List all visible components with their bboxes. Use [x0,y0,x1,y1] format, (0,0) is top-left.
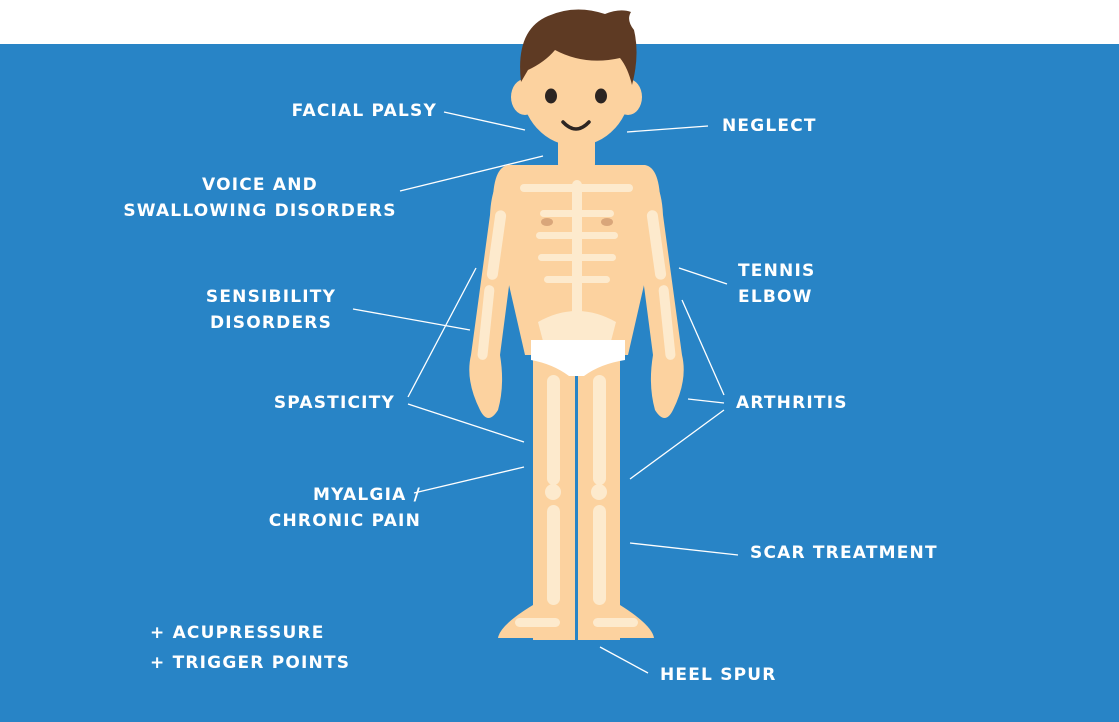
left-femur [547,375,560,485]
line-heel-spur [600,647,648,673]
extra-acupressure: + ACUPRESSURE [150,618,325,648]
right-nipple [601,218,613,226]
rib-3 [538,254,616,261]
line-facial-palsy [444,112,525,130]
label-arthritis: ARTHRITIS [736,390,848,416]
line-neglect [627,126,708,132]
right-foot-bone [593,618,638,627]
line-arthritis-elbow [682,300,724,395]
line-spasticity-arm [408,268,476,397]
label-spasticity: SPASTICITY [274,390,395,416]
rib-2 [536,232,618,239]
extra-trigger-points: + TRIGGER POINTS [150,648,350,678]
rib-1 [540,210,614,217]
left-nipple [541,218,553,226]
right-eye [595,89,607,104]
label-scar-treatment: SCAR TREATMENT [750,540,938,566]
left-eye [545,89,557,104]
line-arthritis-knee [630,410,724,479]
line-spasticity-leg [408,404,524,442]
line-arthritis-wrist [688,399,724,403]
right-knee [591,484,607,500]
line-myalgia [414,467,524,493]
label-sensibility: SENSIBILITY DISORDERS [176,284,366,336]
left-foot-bone [515,618,560,627]
rib-4 [544,276,610,283]
right-femur [593,375,606,485]
line-tennis-elbow [679,268,727,284]
right-tibia [593,505,606,605]
label-voice-swallowing: VOICE AND SWALLOWING DISORDERS [110,172,410,224]
label-myalgia: MYALGIA / CHRONIC PAIN [269,482,421,534]
left-knee [545,484,561,500]
label-neglect: NEGLECT [722,113,817,139]
label-facial-palsy: FACIAL PALSY [292,98,437,124]
line-scar-treatment [630,543,738,555]
left-tibia [547,505,560,605]
label-heel-spur: HEEL SPUR [660,662,777,688]
label-tennis-elbow: TENNIS ELBOW [738,258,815,310]
